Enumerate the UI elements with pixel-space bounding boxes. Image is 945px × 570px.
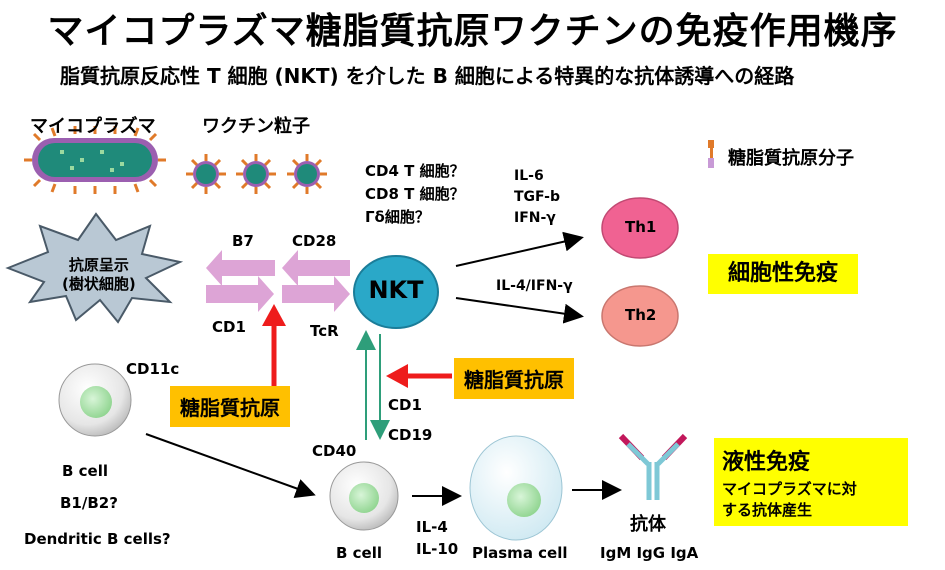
vaccine-particle-label: ワクチン粒子 <box>202 116 310 137</box>
th2-cell-shape <box>601 285 679 347</box>
humoral-title: 液性免疫 <box>722 450 811 475</box>
th2-cytokines: IL-4/IFN-γ <box>496 278 573 294</box>
nkt-subtype-item: CD4 T 細胞？ <box>365 162 465 180</box>
cd1-label: CD1 <box>212 318 246 336</box>
plasma-cytokines: IL-4 IL-10 <box>416 516 458 560</box>
glycolipid-red-arrows <box>262 304 452 392</box>
apc-label-line1: 抗原呈示 <box>68 256 129 274</box>
antibody-classes-label: IgM IgG IgA <box>600 544 699 562</box>
cellular-immunity-box: 細胞性免疫 <box>708 254 858 294</box>
th2-label: Th2 <box>625 306 657 324</box>
apc-label-line2: (樹状細胞) <box>62 275 136 293</box>
dendritic-bcell-label: Dendritic B cells? <box>24 530 171 548</box>
bcell-subtype-label: B1/B2? <box>60 494 118 512</box>
cytokine-item: IFN-γ <box>514 210 556 226</box>
glycolipid-molecule-icon <box>708 140 714 168</box>
plasma-cell-label: Plasma cell <box>472 544 568 562</box>
cd19-label: CD19 <box>388 426 433 444</box>
th1-cytokines: IL-6 TGF-b IFN-γ <box>514 166 560 229</box>
cytokine-item: IL-10 <box>416 540 459 558</box>
mycoplasma-label: マイコプラズマ <box>30 116 156 137</box>
cd28-label: CD28 <box>292 232 337 250</box>
bcell-left-label: B cell <box>62 462 109 480</box>
cd1-mid-label: CD1 <box>388 396 422 414</box>
glycolipid-molecule-label: 糖脂質抗原分子 <box>728 148 854 169</box>
cd11c-label: CD11c <box>126 360 180 378</box>
humoral-immunity-box: 液性免疫 マイコプラズマに対 する抗体産生 <box>714 438 908 526</box>
apc-star-shape <box>5 212 184 324</box>
th1-label: Th1 <box>625 218 657 236</box>
b7-cd28-arrows <box>206 250 350 312</box>
b7-label: B7 <box>232 232 254 250</box>
nkt-label: NKT <box>368 276 424 304</box>
apc-label: 抗原呈示 (樹状細胞) <box>62 256 136 294</box>
humoral-desc-line1: マイコプラズマに対 <box>722 480 857 498</box>
glycolipid-antigen-box-right: 糖脂質抗原 <box>454 358 574 399</box>
nkt-subtypes: CD4 T 細胞？ CD8 T 細胞？ Γδ細胞？ <box>365 160 465 229</box>
page-title: マイコプラズマ糖脂質抗原ワクチンの免疫作用機序 <box>47 11 898 52</box>
mycoplasma-icon <box>24 126 166 194</box>
nkt-subtype-item: CD8 T 細胞？ <box>365 185 465 203</box>
nkt-subtype-item: Γδ細胞？ <box>365 208 430 226</box>
antibody-icon <box>618 433 688 500</box>
bcell-mid-label: B cell <box>336 544 383 562</box>
vaccine-particle-icon <box>186 154 327 194</box>
tcr-label: TcR <box>310 322 339 340</box>
page-subtitle: 脂質抗原反応性 T 細胞 (NKT) を介した B 細胞による特異的な抗体誘導へ… <box>60 64 795 88</box>
cytokine-item: IL-4 <box>416 518 448 536</box>
th1-cell-shape <box>601 197 679 259</box>
cd40-label: CD40 <box>312 442 357 460</box>
antibody-label: 抗体 <box>630 514 666 535</box>
cytokine-item: TGF-b <box>514 189 561 205</box>
nkt-cell-shape <box>353 255 439 329</box>
humoral-desc-line2: する抗体産生 <box>722 501 813 519</box>
glycolipid-antigen-box-left: 糖脂質抗原 <box>170 386 290 427</box>
cytokine-item: IL-6 <box>514 168 544 184</box>
